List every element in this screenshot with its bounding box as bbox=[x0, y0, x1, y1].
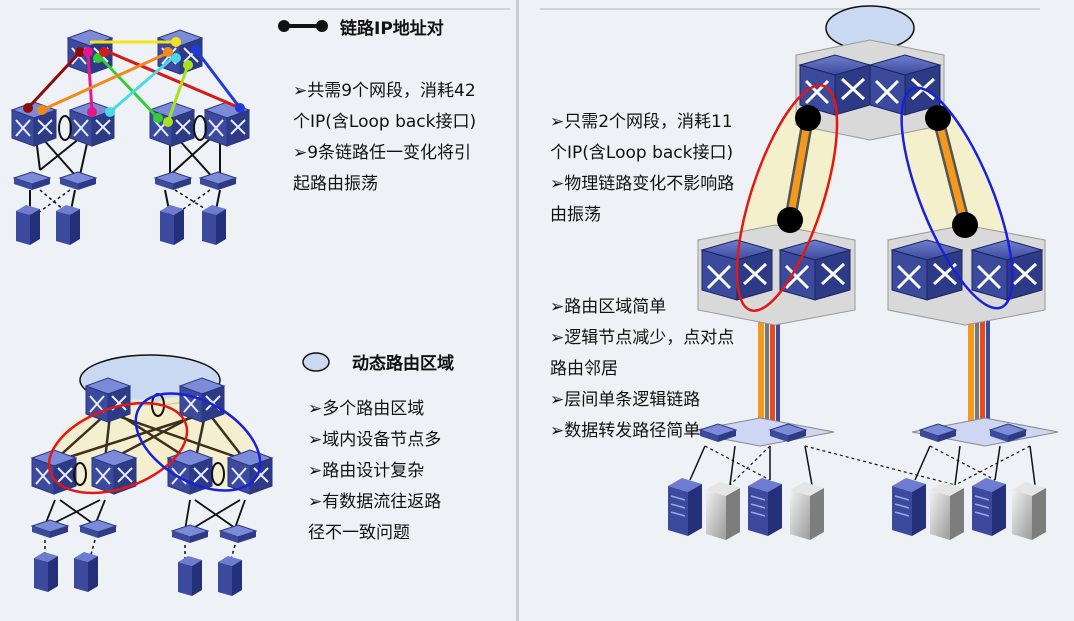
note-line: ➢路由设计复杂 bbox=[308, 461, 425, 481]
note-line: 个IP(含Loop back接口) bbox=[550, 143, 734, 163]
top-left-notes: ➢共需9个网段，消耗42 个IP(含Loop back接口) ➢9条链路任一变化… bbox=[293, 76, 476, 200]
bottom-left-notes: ➢多个路由区域 ➢域内设备节点多 ➢路由设计复杂 ➢有数据流往返路 径不一致问题 bbox=[308, 394, 441, 549]
top-rule-left bbox=[40, 8, 510, 10]
right-notes-bottom: ➢路由区域简单 ➢逻辑节点减少，点对点 路由邻居 ➢层间单条逻辑链路 ➢数据转发… bbox=[550, 292, 734, 447]
top-left-diagram bbox=[11, 29, 250, 245]
legend-area-label: 动态路由区域 bbox=[352, 354, 454, 374]
right-diagram bbox=[667, 5, 1059, 540]
note-line: ➢有数据流往返路 bbox=[308, 492, 442, 512]
right-notes-top: ➢只需2个网段，消耗11 个IP(含Loop back接口) ➢物理链路变化不影… bbox=[550, 107, 734, 231]
legend-link-icon bbox=[278, 20, 328, 32]
note-line: 起路由振荡 bbox=[293, 174, 378, 194]
bottom-left-diagram bbox=[31, 354, 273, 596]
note-line: ➢路由区域简单 bbox=[550, 297, 667, 317]
note-line: 由振荡 bbox=[550, 205, 601, 225]
note-line: ➢域内设备节点多 bbox=[308, 430, 442, 450]
note-line: ➢数据转发路径简单 bbox=[550, 421, 701, 441]
note-line: ➢共需9个网段，消耗42 bbox=[293, 81, 476, 101]
legend-area-icon bbox=[302, 352, 330, 372]
panel-divider bbox=[516, 0, 519, 621]
note-line: ➢层间单条逻辑链路 bbox=[550, 390, 701, 410]
note-line: ➢只需2个网段，消耗11 bbox=[550, 112, 733, 132]
note-line: ➢多个路由区域 bbox=[308, 399, 425, 419]
note-line: 径不一致问题 bbox=[308, 523, 410, 543]
note-line: 个IP(含Loop back接口) bbox=[293, 112, 477, 132]
top-rule-right bbox=[540, 8, 1040, 10]
note-line: ➢物理链路变化不影响路 bbox=[550, 174, 735, 194]
note-line: ➢逻辑节点减少，点对点 bbox=[550, 328, 735, 348]
note-line: 路由邻居 bbox=[550, 359, 618, 379]
legend-link-label: 链路IP地址对 bbox=[340, 19, 444, 39]
note-line: ➢9条链路任一变化将引 bbox=[293, 143, 472, 163]
